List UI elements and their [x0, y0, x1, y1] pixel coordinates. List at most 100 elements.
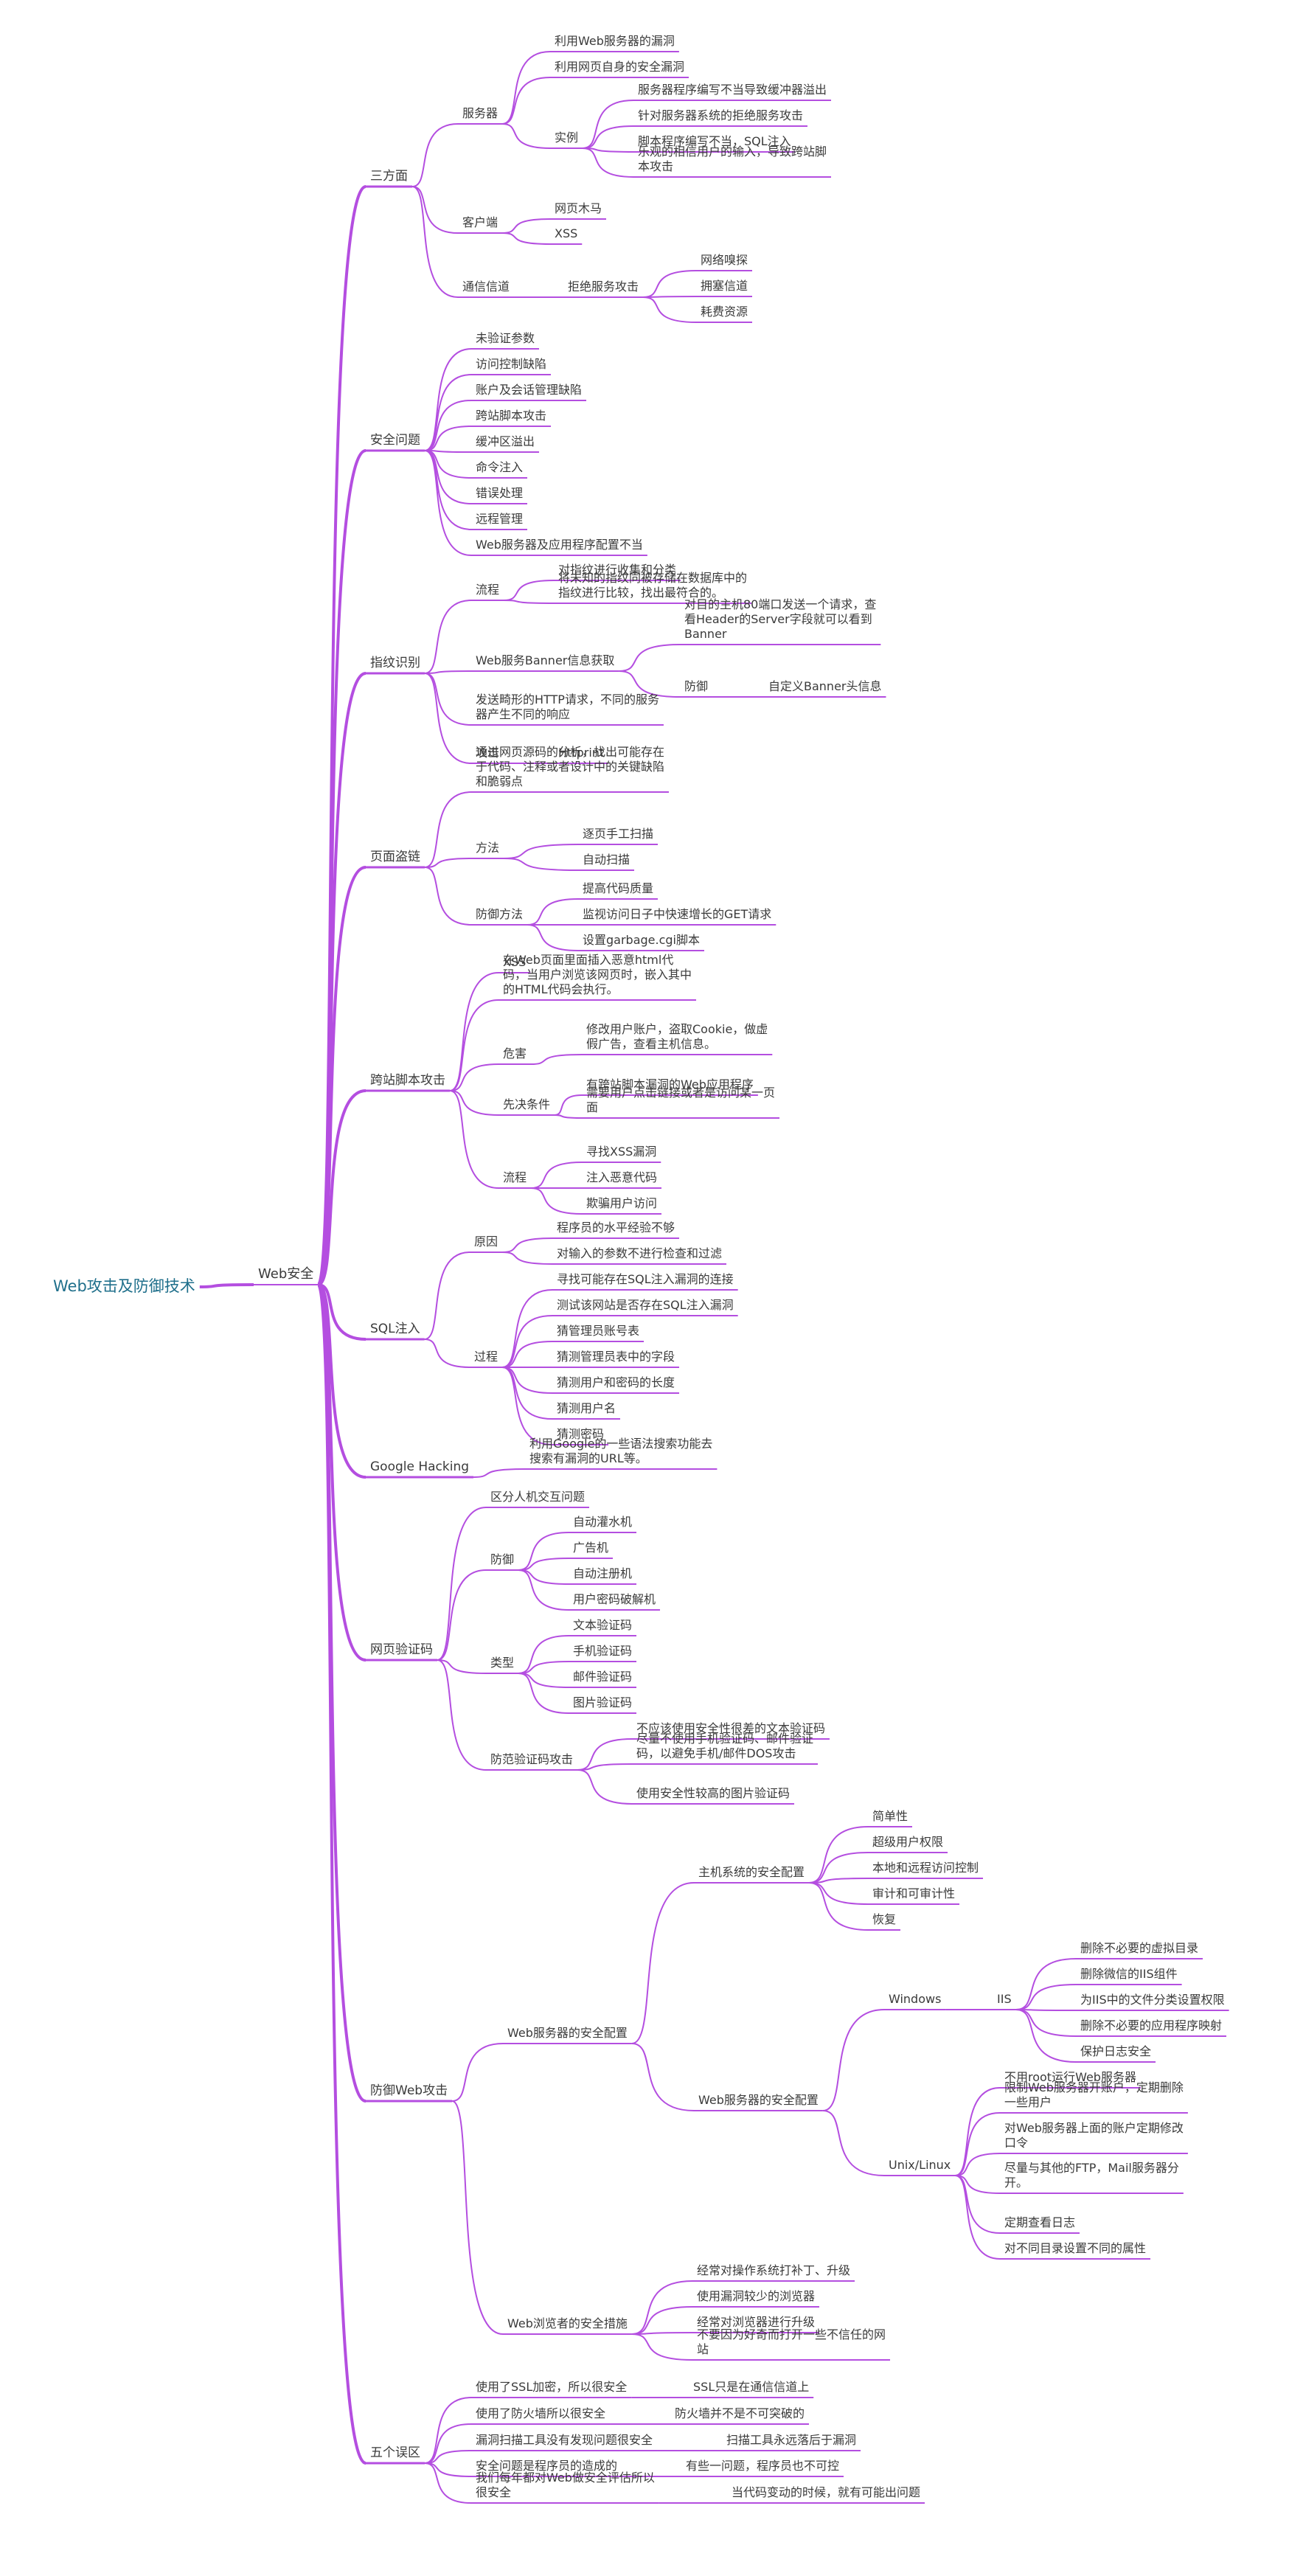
topic-sq-yy2[interactable]: 对输入的参数不进行检查和过滤 [557, 1246, 723, 1260]
topic-fy-iis5[interactable]: 保护日志安全 [1080, 2044, 1152, 2058]
topic-sf-cli1[interactable]: 网页木马 [555, 201, 602, 215]
topic-zw[interactable]: 指纹识别 [370, 656, 420, 670]
topic-fy-iis[interactable]: IIS [997, 1992, 1012, 2006]
topic-yz-lx[interactable]: 类型 [490, 1656, 515, 1670]
topic-fy-br2[interactable]: 使用漏洞较少的浏览器 [697, 2289, 816, 2303]
topic-gh[interactable]: Google Hacking [370, 1459, 470, 1474]
topic-fy-host2[interactable]: 超级用户权限 [872, 1835, 944, 1849]
topic-aq2[interactable]: 访问控制缺陷 [476, 357, 547, 371]
topic-yz-lx3[interactable]: 邮件验证码 [573, 1670, 633, 1684]
topic-sf-ch[interactable]: 通信信道 [462, 280, 510, 294]
topic-aq9[interactable]: Web服务器及应用程序配置不当 [476, 538, 643, 552]
topic-sf-d3[interactable]: 耗费资源 [701, 305, 748, 319]
topic-sq-yy1[interactable]: 程序员的水平经验不够 [557, 1221, 675, 1235]
topic-kz-lc1[interactable]: 寻找XSS漏洞 [586, 1145, 657, 1159]
topic-yz-lx2[interactable]: 手机验证码 [573, 1644, 633, 1658]
topic-wq3[interactable]: 漏洞扫描工具没有发现问题很安全 [476, 2433, 653, 2447]
topic-aq7[interactable]: 错误处理 [476, 486, 524, 500]
topic-sf-ex3[interactable]: 脚本程序编写不当，SQL注入 [638, 134, 791, 148]
topic-fy-u5[interactable]: 定期查看日志 [1004, 2215, 1076, 2229]
topic-yz-lx1[interactable]: 文本验证码 [573, 1618, 633, 1632]
topic-kz-lc2[interactable]: 注入恶意代码 [586, 1170, 658, 1184]
topic-web[interactable]: Web安全 [258, 1266, 314, 1282]
topic-sf-srv3[interactable]: 实例 [555, 131, 579, 145]
topic-zw-gj1[interactable]: Httprint [558, 746, 605, 760]
topic-kz1[interactable]: XSS [503, 955, 527, 969]
topic-kz-xj[interactable]: 先决条件 [503, 1097, 551, 1111]
topic-kz-xj1[interactable]: 有跨站脚本漏洞的Web应用程序 [586, 1077, 754, 1091]
topic-wq2[interactable]: 使用了防火墙所以很安全 [476, 2406, 606, 2420]
topic-sf-d1[interactable]: 网络嗅探 [701, 253, 748, 267]
topic-aq1[interactable]: 未验证参数 [476, 331, 535, 345]
topic-wq3a[interactable]: 扫描工具永远落后于漏洞 [726, 2433, 857, 2447]
topic-fy-iis1[interactable]: 删除不必要的虚拟目录 [1080, 1941, 1199, 1955]
topic-fy-host4[interactable]: 审计和可审计性 [872, 1886, 956, 1900]
topic-fy-u1[interactable]: 不用root运行Web服务器 [1004, 2070, 1136, 2084]
topic-fy-host1[interactable]: 简单性 [872, 1809, 908, 1823]
topic-ym-fy[interactable]: 防御方法 [476, 907, 524, 921]
topic-zw-lc1[interactable]: 对指纹进行收集和分类 [558, 563, 677, 577]
topic-fy-host3[interactable]: 本地和远程访问控制 [872, 1861, 979, 1875]
topic-fy-iis4[interactable]: 删除不必要的应用程序映射 [1080, 2018, 1223, 2032]
topic-kz2[interactable]: 在Web页面里面插入恶意html代 码，当用户浏览该网页时，嵌入其中 的HTML… [503, 953, 692, 996]
topic-fy-iis3[interactable]: 为IIS中的文件分类设置权限 [1080, 1993, 1225, 2007]
topic-zw-bn1[interactable]: 对目的主机80端口发送一个请求，查 看Header的Server字段就可以看到 … [684, 597, 877, 641]
topic-fy-host5[interactable]: 恢复 [872, 1912, 897, 1926]
topic-fy-u6[interactable]: 对不同目录设置不同的属性 [1004, 2241, 1147, 2255]
topic-kz-wh1[interactable]: 修改用户账户，盗取Cookie，做虚 假广告，查看主机信息。 [586, 1022, 768, 1051]
topic-sq[interactable]: SQL注入 [370, 1322, 420, 1336]
root-topic[interactable]: Web攻击及防御技术 [53, 1277, 195, 1295]
topic-sf-srv[interactable]: 服务器 [462, 106, 498, 120]
topic-aq[interactable]: 安全问题 [370, 433, 420, 448]
topic-ym-ff2[interactable]: 自动扫描 [583, 853, 630, 867]
topic-fy-iis2[interactable]: 删除微信的IIS组件 [1080, 1967, 1178, 1981]
topic-sf-srv1[interactable]: 利用Web服务器的漏洞 [555, 34, 675, 48]
topic-fy-br[interactable]: Web浏览者的安全措施 [507, 2316, 628, 2330]
topic-sq-gc3[interactable]: 猜管理员账号表 [557, 1324, 640, 1338]
topic-zw-bn2[interactable]: 防御 [684, 679, 709, 693]
topic-sq-gc2[interactable]: 测试该网站是否存在SQL注入漏洞 [557, 1298, 734, 1312]
topic-ym[interactable]: 页面盗链 [370, 850, 420, 864]
topic-fy-br1[interactable]: 经常对操作系统打补丁、升级 [697, 2263, 851, 2277]
topic-sq-gc[interactable]: 过程 [474, 1350, 498, 1364]
topic-wq[interactable]: 五个误区 [370, 2445, 420, 2460]
topic-fy-ws[interactable]: Web服务器的安全配置 [698, 2093, 819, 2107]
topic-wq1a[interactable]: SSL只是在通信信道上 [693, 2380, 810, 2394]
topic-aq6[interactable]: 命令注入 [476, 460, 524, 474]
topic-fy-win[interactable]: Windows [889, 1992, 942, 2006]
topic-kz-wh[interactable]: 危害 [503, 1046, 527, 1060]
topic-yz-fy2[interactable]: 广告机 [573, 1541, 609, 1555]
topic-aq4[interactable]: 跨站脚本攻击 [476, 409, 547, 423]
topic-kz-xj2[interactable]: 需要用户点击链接或者是访问某一页 面 [586, 1086, 776, 1114]
topic-aq8[interactable]: 远程管理 [476, 512, 524, 526]
topic-zw-bn3[interactable]: 自定义Banner头信息 [768, 679, 882, 693]
topic-sq-gc5[interactable]: 猜测用户和密码的长度 [557, 1375, 675, 1389]
topic-sf-ex4[interactable]: 乐观的相信用户的输入，导致跨站脚 本攻击 [638, 145, 827, 173]
topic-ym-ff1[interactable]: 逐页手工扫描 [583, 827, 654, 841]
topic-yz1[interactable]: 区分人机交互问题 [490, 1490, 586, 1504]
topic-sf-ex2[interactable]: 针对服务器系统的拒绝服务攻击 [638, 108, 804, 122]
topic-wq5a[interactable]: 当代码变动的时候，就有可能出问题 [732, 2485, 921, 2499]
topic-aq5[interactable]: 缓冲区溢出 [476, 434, 535, 448]
topic-sf-ex1[interactable]: 服务器程序编写不当导致缓冲器溢出 [638, 83, 827, 97]
topic-kz-lc[interactable]: 流程 [503, 1170, 527, 1184]
topic-fy-br4[interactable]: 不要因为好奇而打开一些不信任的网 站 [697, 2327, 886, 2356]
topic-sq-gc6[interactable]: 猜测用户名 [557, 1401, 616, 1415]
topic-yz-fy1[interactable]: 自动灌水机 [573, 1515, 633, 1529]
topic-fy-br3[interactable]: 经常对浏览器进行升级 [697, 2315, 816, 2329]
topic-yz-ff1[interactable]: 不应该使用安全性很差的文本验证码 [636, 1721, 826, 1735]
topic-fy-srv[interactable]: Web服务器的安全配置 [507, 2026, 628, 2040]
topic-yz-ff3[interactable]: 使用安全性较高的图片验证码 [636, 1786, 791, 1800]
topic-sf-ch1[interactable]: 拒绝服务攻击 [568, 280, 639, 294]
topic-yz-ff2[interactable]: 尽量不使用手机验证码、邮件验证 码，以避免手机/邮件DOS攻击 [636, 1732, 814, 1760]
topic-sq-gc4[interactable]: 猜测管理员表中的字段 [557, 1350, 675, 1364]
topic-fy-host[interactable]: 主机系统的安全配置 [698, 1865, 805, 1879]
topic-fy[interactable]: 防御Web攻击 [370, 2083, 448, 2098]
topic-wq1[interactable]: 使用了SSL加密，所以很安全 [476, 2380, 628, 2394]
topic-yz-ff[interactable]: 防范验证码攻击 [490, 1752, 574, 1766]
topic-kz[interactable]: 跨站脚本攻击 [370, 1073, 445, 1088]
topic-zw-gj[interactable]: 攻击 [476, 746, 500, 760]
topic-wq4a[interactable]: 有些一问题，程序员也不可控 [686, 2459, 840, 2473]
topic-zw-bn[interactable]: Web服务Banner信息获取 [476, 653, 615, 667]
topic-yz-fy4[interactable]: 用户密码破解机 [573, 1592, 656, 1606]
